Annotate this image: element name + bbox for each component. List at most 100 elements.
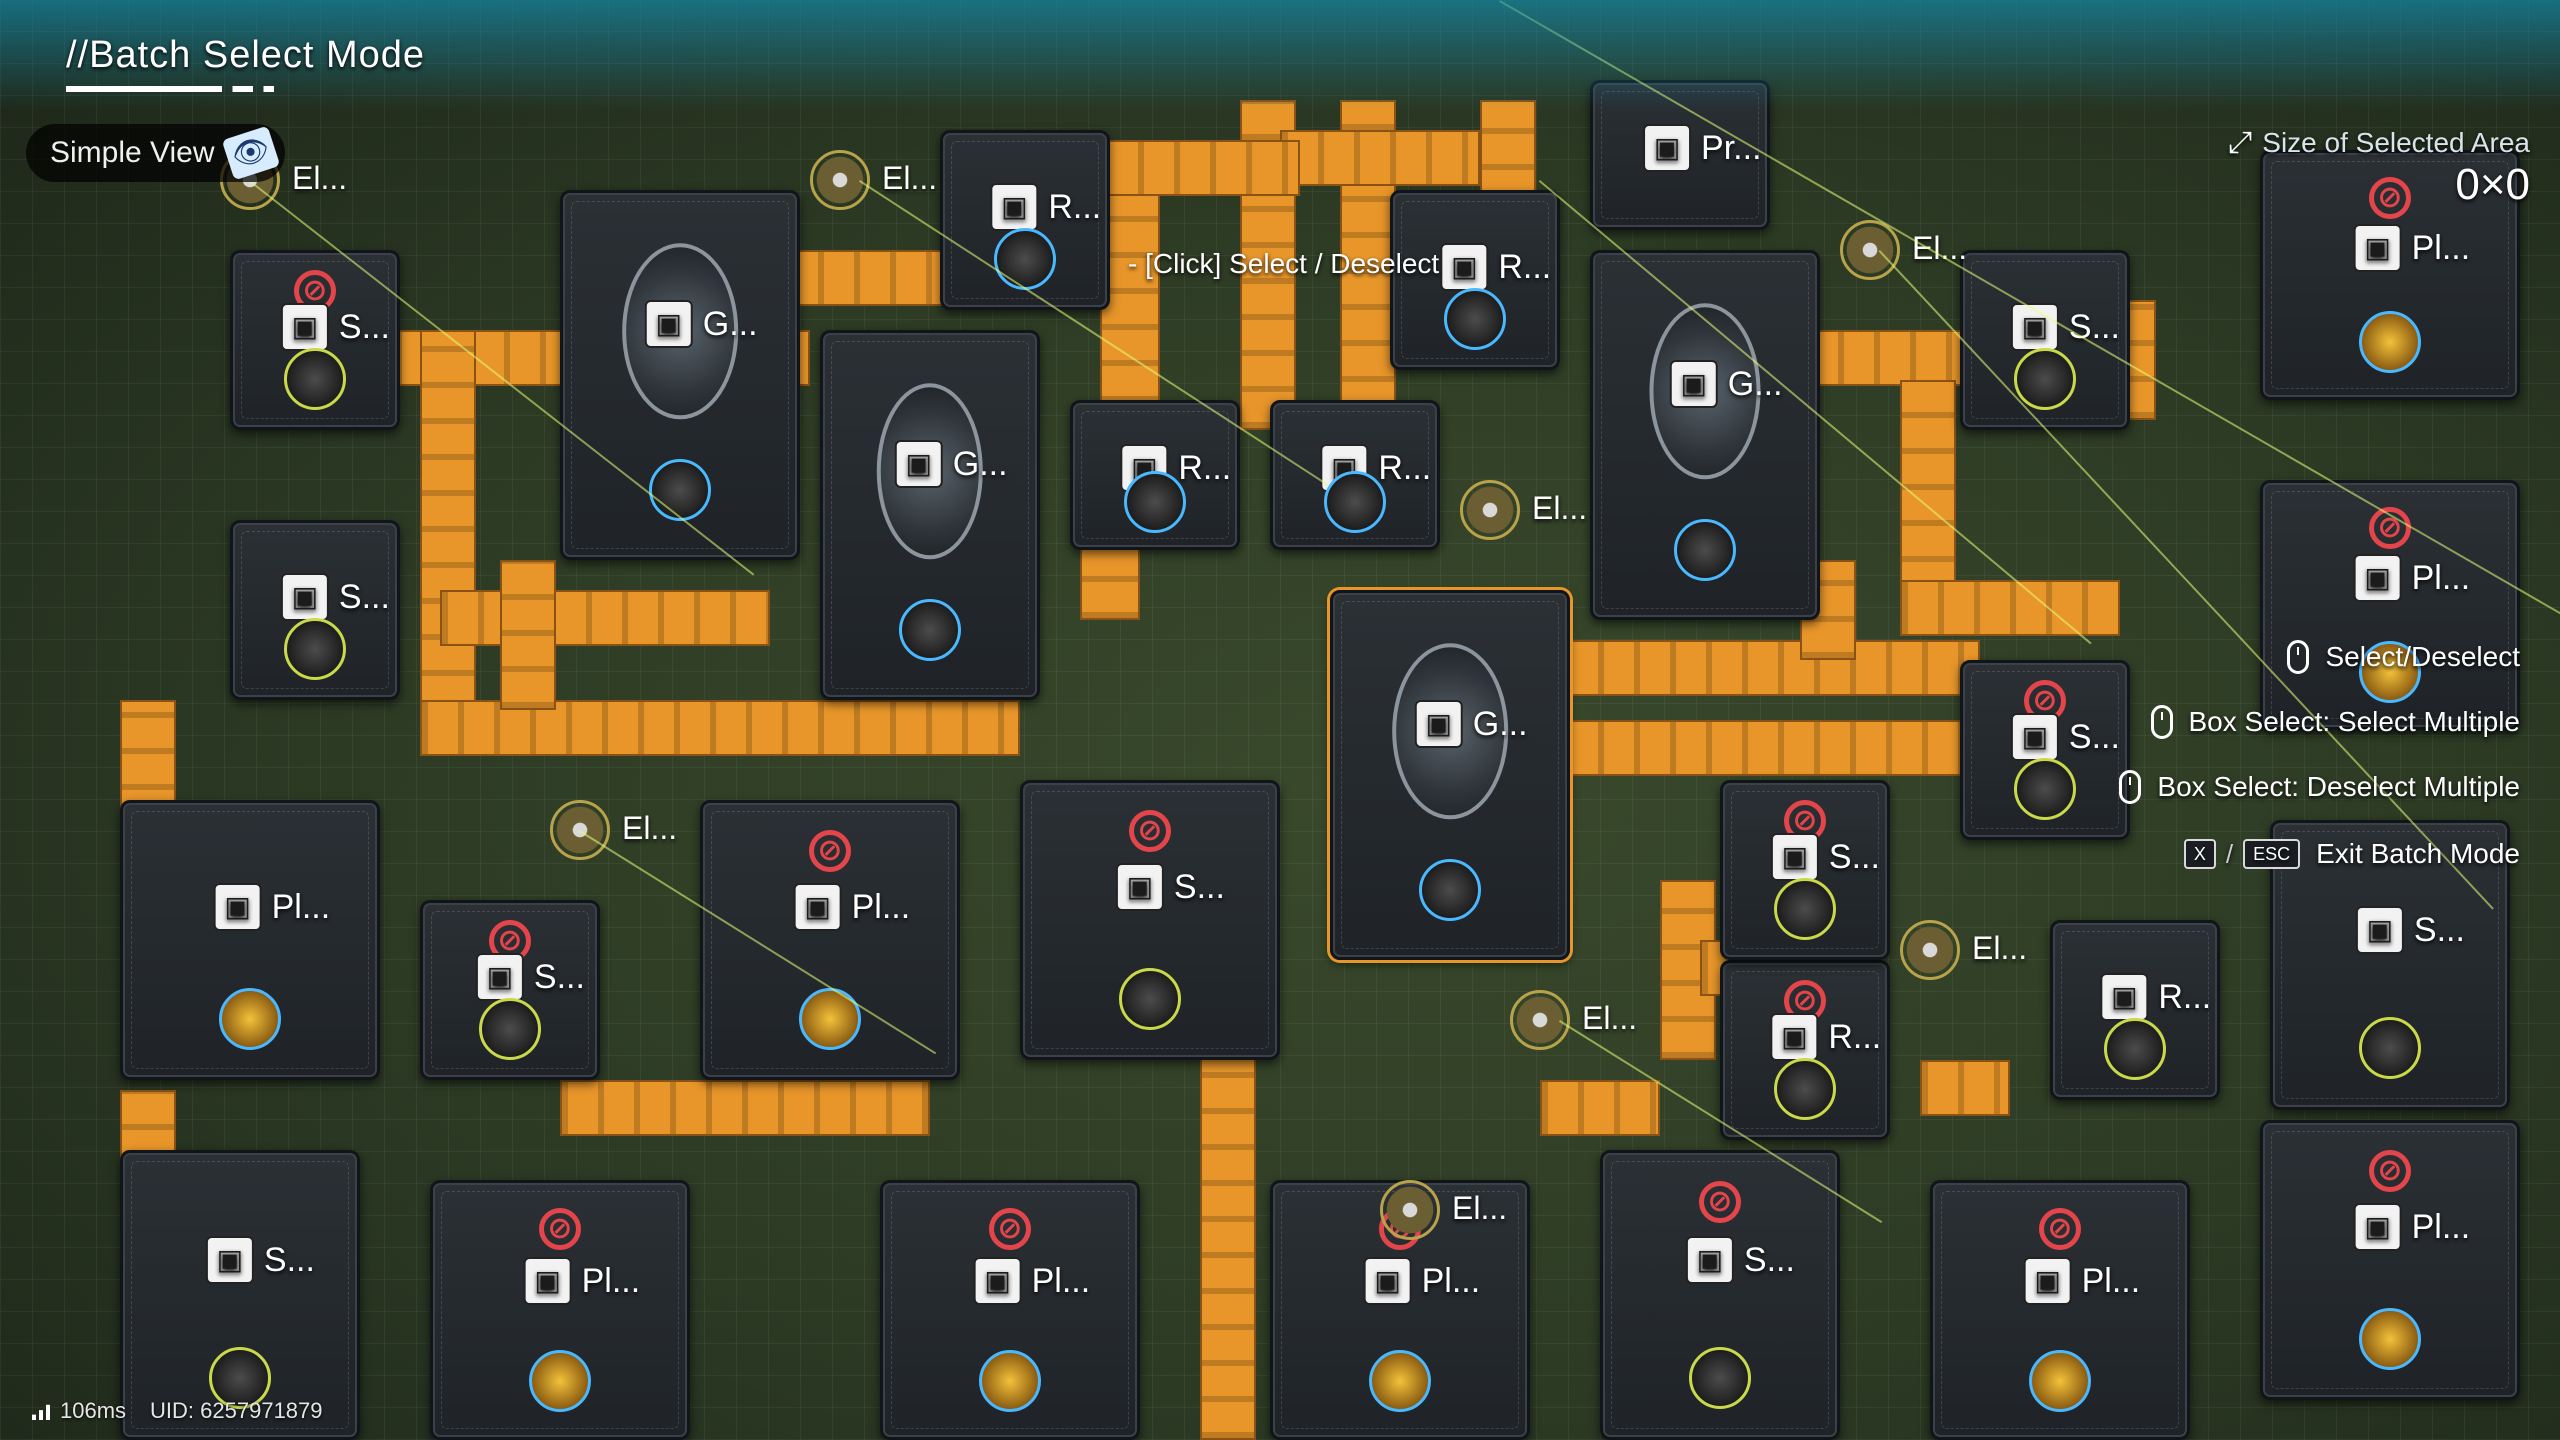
machine-label: ▣R...: [1772, 1015, 1881, 1060]
machine-label: ▣Pl...: [215, 885, 330, 930]
machine-g[interactable]: ▣G...: [1330, 590, 1570, 960]
power-pylon-icon[interactable]: [1380, 1180, 1440, 1240]
machine-output-slot: [1689, 1346, 1751, 1409]
machine-label: ▣S...: [2012, 305, 2120, 350]
no-power-icon: ⊘: [989, 1208, 1031, 1251]
conveyor-belt: [440, 590, 770, 646]
planter-icon: ▣: [2025, 1259, 2070, 1304]
machine-s[interactable]: ⊘▣S...: [1960, 660, 2130, 840]
machine-r[interactable]: ▣R...: [2050, 920, 2220, 1100]
machine-g[interactable]: ▣G...: [560, 190, 800, 560]
machine-label: ▣S...: [282, 575, 390, 620]
power-pylon-icon[interactable]: [1900, 920, 1960, 980]
planter-icon: ▣: [2355, 226, 2400, 271]
machine-s[interactable]: ⊘▣S...: [1720, 780, 1890, 960]
machine-name: Pl...: [581, 1261, 641, 1300]
machine-pl[interactable]: ▣Pl...: [120, 800, 380, 1080]
control-box-deselect: Box Select: Deselect Multiple: [2119, 770, 2520, 804]
selected-area-size-label: ⤢ Size of Selected Area: [2228, 126, 2530, 160]
conveyor-belt: [500, 560, 556, 710]
machine-output-slot: [529, 1349, 591, 1412]
power-pylon-label: El...: [1452, 1190, 1508, 1226]
machine-r[interactable]: ▣R...: [940, 130, 1110, 310]
machine-output-slot: [1124, 470, 1186, 533]
power-pylon-label: El...: [1532, 490, 1588, 526]
machine-s[interactable]: ⊘ ▣S...: [1600, 1150, 1840, 1440]
machine-output-slot: [979, 1349, 1041, 1412]
machine-s[interactable]: ▣S...: [1960, 250, 2130, 430]
machine-output-slot: [1674, 518, 1736, 581]
power-pylon-label: El...: [1972, 930, 2028, 966]
machine-s[interactable]: ▣S...: [230, 520, 400, 700]
machine-name: S...: [263, 1240, 315, 1279]
machine-s[interactable]: ▣ S...: [120, 1150, 360, 1440]
power-pylon-label: El...: [1582, 1000, 1638, 1036]
machine-label: ▣S...: [1687, 1238, 1795, 1283]
machine-name: Pl...: [851, 887, 911, 926]
machine-pl[interactable]: ⊘▣Pl...: [1270, 1180, 1530, 1440]
machine-output-slot: [2014, 757, 2076, 820]
machine-output-slot: [2014, 347, 2076, 410]
machine-r[interactable]: ▣R...: [1270, 400, 1440, 550]
no-power-icon: ⊘: [2039, 1208, 2081, 1251]
machine-core: [876, 383, 984, 560]
ping-value: 106ms: [60, 1398, 127, 1423]
no-power-icon: ⊘: [809, 830, 851, 873]
machine-name: G...: [702, 304, 758, 343]
conveyor-belt: [1100, 140, 1300, 196]
machine-s[interactable]: ▣S...: [2270, 820, 2510, 1110]
key-x-icon: X: [2183, 839, 2216, 869]
control-select-deselect: Select/Deselect: [2287, 640, 2520, 674]
machine-pl[interactable]: ⊘ ▣Pl...: [880, 1180, 1140, 1440]
no-power-icon: ⊘: [1129, 810, 1171, 853]
machine-output-slot: [1119, 967, 1181, 1030]
gear-box-icon: ▣: [1671, 362, 1716, 407]
machine-name: S...: [1743, 1240, 1795, 1279]
machine-name: S...: [1828, 837, 1880, 876]
machine-pl[interactable]: ⊘▣Pl...: [430, 1180, 690, 1440]
signal-icon: [32, 1404, 50, 1420]
machine-label: ▣G...: [646, 302, 758, 347]
key-separator: /: [2225, 838, 2234, 869]
machine-s[interactable]: ⊘▣S...: [1020, 780, 1280, 1060]
machine-label: ▣S...: [1772, 835, 1880, 880]
machine-label: ▣Pl...: [795, 885, 911, 930]
machine-g[interactable]: ▣G...: [820, 330, 1040, 700]
machine-r[interactable]: ⊘▣R...: [1720, 960, 1890, 1140]
gear-box-icon: ▣: [896, 442, 941, 487]
selected-area-size-text: Size of Selected Area: [2262, 127, 2530, 158]
machine-r[interactable]: ▣R...: [1070, 400, 1240, 550]
no-power-icon: ⊘: [1699, 1181, 1741, 1224]
no-power-icon: ⊘: [2369, 1150, 2411, 1193]
storage-icon: ▣: [207, 1238, 252, 1283]
machine-output-slot: [2359, 310, 2421, 373]
control-label: Box Select: Deselect Multiple: [2157, 771, 2520, 802]
planter-icon: ▣: [2355, 1205, 2400, 1250]
machine-label: ▣R...: [1442, 245, 1551, 290]
machine-g[interactable]: ▣G...: [1590, 250, 1820, 620]
mode-title-underline: [66, 86, 326, 92]
machine-name: Pl...: [2411, 558, 2471, 597]
machine-pl[interactable]: ⊘▣Pl...: [2260, 480, 2520, 730]
machine-name: S...: [1173, 867, 1225, 906]
storage-icon: ▣: [282, 575, 327, 620]
machine-name: R...: [1378, 448, 1432, 487]
power-pylon-icon[interactable]: [1460, 480, 1520, 540]
simple-view-toggle[interactable]: Simple View 👁: [26, 124, 285, 182]
machine-output-slot: [994, 227, 1056, 290]
machine-label: ▣Pl...: [2025, 1259, 2140, 1304]
machine-name: S...: [2068, 717, 2120, 756]
conveyor-belt: [1200, 1000, 1256, 1440]
machine-pl[interactable]: ⊘▣Pl...: [2260, 1120, 2520, 1400]
power-pylon-icon[interactable]: [1840, 220, 1900, 280]
machine-s[interactable]: ⊘▣S...: [230, 250, 400, 430]
machine-pl[interactable]: ⊘▣Pl...: [2260, 150, 2520, 400]
machine-pr[interactable]: ▣Pr...: [1590, 80, 1770, 230]
machine-pl[interactable]: ⊘ ▣Pl...: [700, 800, 960, 1080]
machine-label: ▣S...: [282, 305, 390, 350]
machine-r[interactable]: ▣R...: [1390, 190, 1560, 370]
machine-s[interactable]: ⊘▣S...: [420, 900, 600, 1080]
machine-pl[interactable]: ⊘ ▣Pl...: [1930, 1180, 2190, 1440]
machine-label: ▣Pl...: [975, 1259, 1090, 1304]
